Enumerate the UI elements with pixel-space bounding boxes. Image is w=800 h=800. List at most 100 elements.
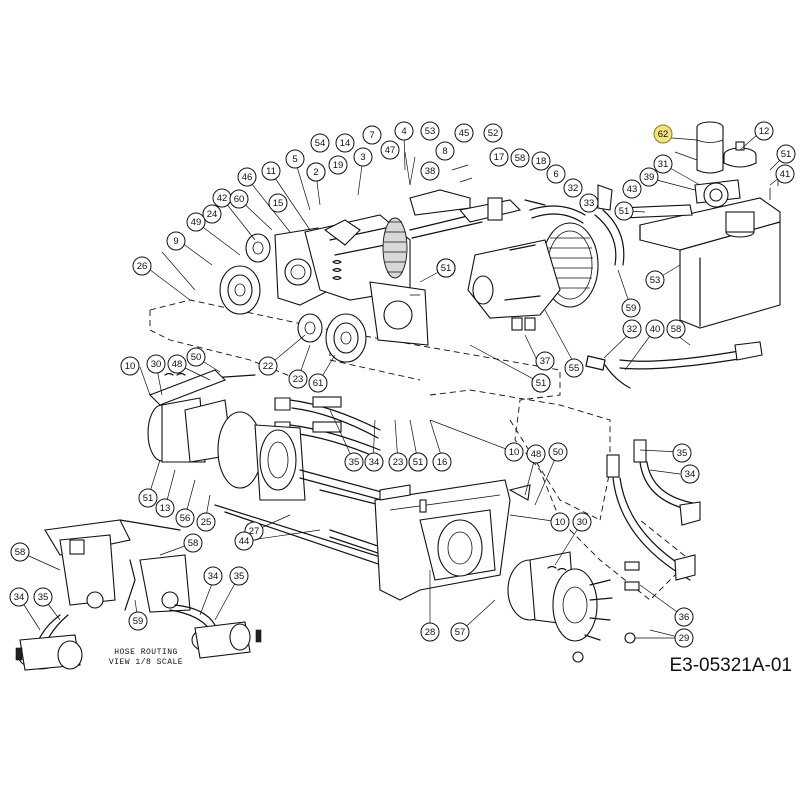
callout-balloon <box>234 531 254 551</box>
callout-balloon <box>420 161 440 181</box>
callout-balloon <box>380 140 400 160</box>
callout-balloon <box>328 155 348 175</box>
callout-48: 48 <box>526 444 546 464</box>
callout-balloon <box>680 464 700 484</box>
right-hoses <box>606 439 701 591</box>
callout-4: 4 <box>394 121 414 141</box>
callout-number: 54 <box>315 138 326 149</box>
callout-balloon <box>268 193 288 213</box>
callout-number: 2 <box>313 167 318 178</box>
callout-34: 34 <box>9 587 29 607</box>
callout-number: 43 <box>627 184 638 195</box>
callout-38: 38 <box>420 161 440 181</box>
callout-number: 16 <box>437 457 448 468</box>
callout-balloon <box>258 356 278 376</box>
callout-51: 51 <box>531 373 551 393</box>
callout-number: 61 <box>313 378 324 389</box>
callout-31: 31 <box>653 154 673 174</box>
callout-balloon <box>621 298 641 318</box>
callout-balloon <box>146 354 166 374</box>
callout-number: 42 <box>217 193 228 204</box>
callout-17: 17 <box>489 147 509 167</box>
callout-number: 32 <box>627 324 638 335</box>
callout-balloon <box>775 164 795 184</box>
callout-number: 35 <box>234 571 245 582</box>
callout-number: 51 <box>619 206 630 217</box>
callout-number: 39 <box>644 172 655 183</box>
callout-balloon <box>666 319 686 339</box>
callout-balloon <box>614 201 634 221</box>
callout-number: 41 <box>780 169 791 180</box>
callout-19: 19 <box>328 155 348 175</box>
hose-routing-inset <box>15 519 262 671</box>
callout-30: 30 <box>146 354 166 374</box>
callout-number: 51 <box>413 457 424 468</box>
callout-41: 41 <box>775 164 795 184</box>
callout-balloon <box>653 154 673 174</box>
callout-number: 58 <box>15 547 26 558</box>
callout-number: 47 <box>385 145 396 156</box>
callout-number: 34 <box>14 592 25 603</box>
callout-number: 62 <box>658 129 669 140</box>
callout-balloon <box>33 587 53 607</box>
callout-balloon <box>639 167 659 187</box>
callout-balloon <box>175 508 195 528</box>
callout-number: 10 <box>509 447 520 458</box>
callout-balloon <box>450 622 470 642</box>
callout-number: 44 <box>239 536 250 547</box>
callout-number: 30 <box>577 517 588 528</box>
callout-number: 38 <box>425 166 436 177</box>
callout-number: 23 <box>293 374 304 385</box>
callout-48: 48 <box>167 354 187 374</box>
callout-15: 15 <box>268 193 288 213</box>
callout-balloon <box>408 452 428 472</box>
callout-35: 35 <box>344 452 364 472</box>
callout-balloon <box>186 212 206 232</box>
callout-49: 49 <box>186 212 206 232</box>
callout-balloon <box>436 258 456 278</box>
callout-number: 37 <box>540 356 551 367</box>
callout-balloon <box>353 147 373 167</box>
callout-60: 60 <box>229 189 249 209</box>
callout-balloon <box>335 133 355 153</box>
callout-balloon <box>526 444 546 464</box>
callout-balloon <box>132 256 152 276</box>
callout-5: 5 <box>285 149 305 169</box>
callout-balloon <box>364 452 384 472</box>
callout-balloon <box>138 488 158 508</box>
callout-35: 35 <box>33 587 53 607</box>
callout-balloon <box>288 369 308 389</box>
callout-44: 44 <box>234 531 254 551</box>
callout-number: 51 <box>781 149 792 160</box>
callout-number: 48 <box>172 359 183 370</box>
callout-balloon <box>237 167 257 187</box>
callout-balloon <box>653 124 673 144</box>
callout-56: 56 <box>175 508 195 528</box>
callout-balloon <box>504 442 524 462</box>
callout-balloon <box>166 231 186 251</box>
part-callouts: 1234567891010101010111213141516171819202… <box>9 121 796 648</box>
callout-62: 62 <box>653 124 673 144</box>
callout-22: 22 <box>258 356 278 376</box>
callout-number: 26 <box>137 261 148 272</box>
callout-number: 27 <box>249 526 260 537</box>
callout-balloon <box>489 147 509 167</box>
callout-number: 32 <box>568 183 579 194</box>
callout-9: 9 <box>166 231 186 251</box>
callout-balloon <box>167 354 187 374</box>
callout-50: 50 <box>548 442 568 462</box>
callout-39: 39 <box>639 167 659 187</box>
callout-balloon <box>9 587 29 607</box>
callout-10: 10 <box>550 512 570 532</box>
callout-number: 55 <box>569 363 580 374</box>
callout-16: 16 <box>432 452 452 472</box>
callout-13: 13 <box>155 498 175 518</box>
callout-number: 22 <box>263 361 274 372</box>
callout-balloon <box>531 151 551 171</box>
callout-number: 33 <box>584 198 595 209</box>
callout-32: 32 <box>622 319 642 339</box>
callout-number: 57 <box>455 627 466 638</box>
callout-number: 51 <box>536 378 547 389</box>
